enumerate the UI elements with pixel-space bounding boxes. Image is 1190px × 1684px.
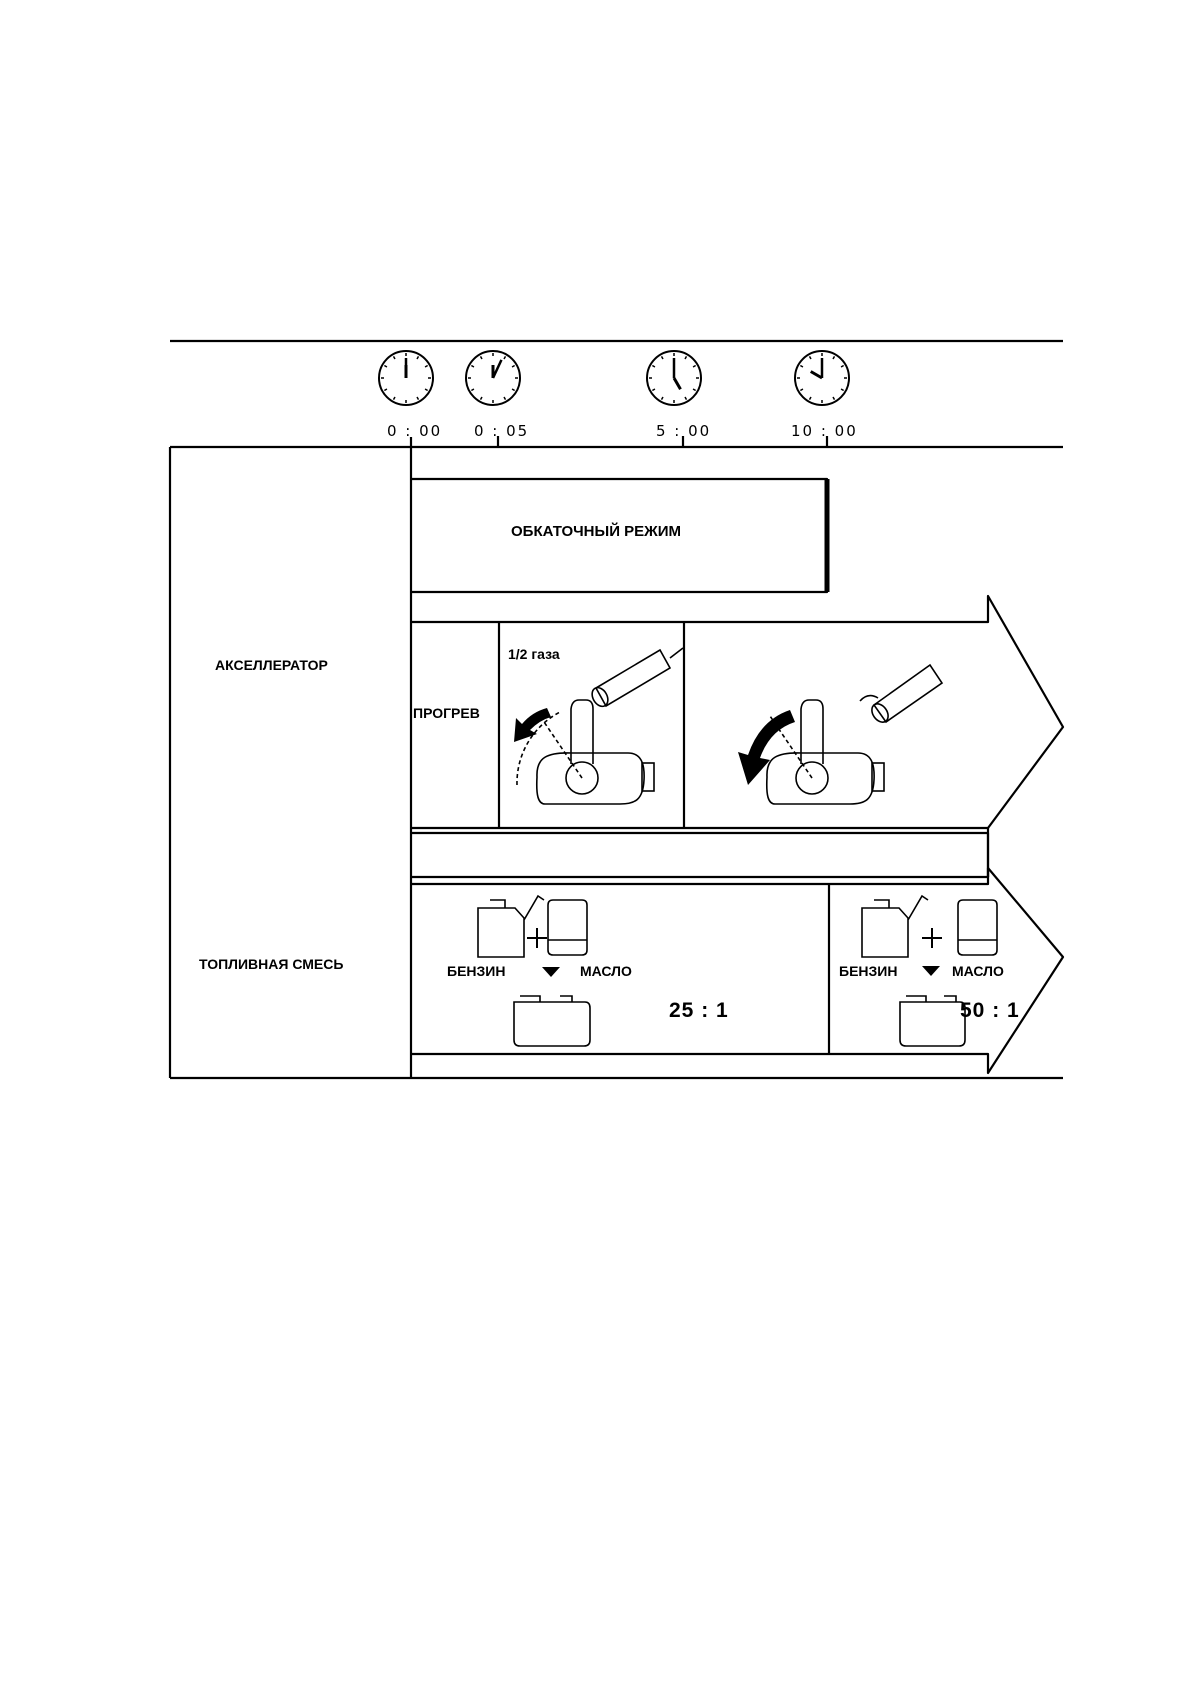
plus-icon — [527, 928, 547, 948]
throttle-lever-icon — [756, 699, 885, 805]
time-label-0-00: 0 : 00 — [387, 422, 443, 440]
spacer-band — [411, 831, 990, 879]
mixed-fuel-tank-icon — [513, 995, 591, 1047]
fuel-arrow — [411, 866, 1065, 1075]
half-throttle-label: 1/2 газа — [508, 646, 560, 662]
throttle-grip-icon — [859, 663, 944, 724]
oil-label: МАСЛО — [952, 963, 1004, 979]
fuel-canister-icon — [861, 894, 929, 958]
clock-icon — [378, 350, 434, 406]
plus-icon — [922, 928, 942, 948]
arrow-icon — [738, 710, 795, 785]
oil-can-icon — [547, 899, 588, 956]
gasoline-label: БЕНЗИН — [839, 963, 898, 979]
gasoline-label: БЕНЗИН — [447, 963, 506, 979]
throttle-grip-icon — [591, 647, 684, 708]
arrow-icon — [514, 708, 551, 742]
mixed-fuel-tank-icon — [899, 995, 966, 1047]
fuel-mix-row-label: ТОПЛИВНАЯ СМЕСЬ — [199, 956, 344, 972]
accelerator-row-label: АКСЕЛЛЕРАТОР — [215, 657, 328, 673]
warmup-label: ПРОГРЕВ — [413, 705, 480, 721]
break-in-label: ОБКАТОЧНЫЙ РЕЖИМ — [511, 523, 681, 540]
clock-icon — [646, 350, 702, 406]
oil-can-icon — [957, 899, 998, 956]
time-label-10-00: 10 : 00 — [791, 422, 858, 440]
time-label-5-00: 5 : 00 — [656, 422, 712, 440]
time-label-0-05: 0 : 05 — [474, 422, 530, 440]
down-arrow-icon — [922, 966, 940, 976]
clock-icon — [465, 350, 521, 406]
accelerator-arrow — [411, 594, 1065, 830]
oil-label: МАСЛО — [580, 963, 632, 979]
mix-ratio-25: 25 : 1 — [669, 999, 729, 1022]
mix-ratio-50: 50 : 1 — [960, 999, 1020, 1022]
down-arrow-icon — [542, 967, 560, 977]
fuel-canister-icon — [477, 894, 545, 958]
throttle-lever-icon — [516, 699, 655, 805]
clock-icon — [794, 350, 850, 406]
